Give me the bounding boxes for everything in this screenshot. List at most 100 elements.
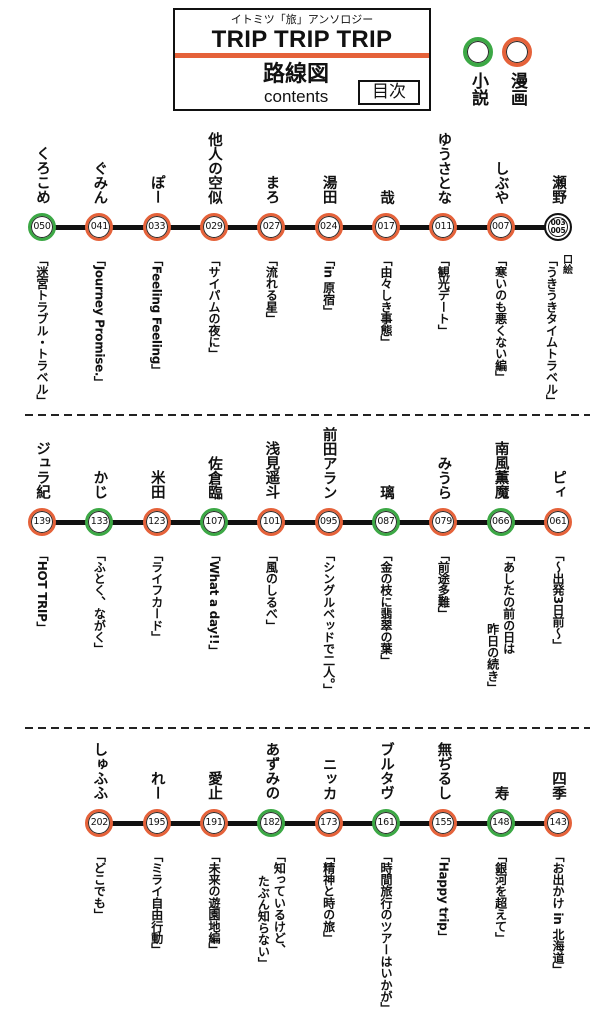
station-stop-icon: 011 [429, 213, 458, 241]
station-stop-icon: 061 [544, 508, 572, 536]
author-name: 前田アラン [320, 426, 337, 500]
story-title: 「Feeling Feeling」 [149, 254, 165, 376]
track-line [42, 224, 558, 230]
author-name: 湯田 [320, 175, 337, 204]
story-title: 「流れる星」 [263, 254, 279, 324]
station-stop-icon: 066 [486, 508, 515, 536]
story-title-text: 「サイパムの夜に」 [207, 254, 222, 360]
anthology-subtitle: イトミツ「旅」アンソロジー [230, 13, 374, 26]
author-name: 無ぢるし [435, 742, 452, 800]
story-title: 「サイパムの夜に」 [206, 254, 222, 359]
story-title-text: 「どこでも」 [92, 850, 107, 921]
author-name: あずみの [263, 742, 280, 800]
author-name: 寿 [492, 785, 509, 801]
station-stop-icon: 123 [142, 508, 171, 536]
story-title: 「風のしるべ」 [263, 549, 279, 631]
row-divider [25, 414, 590, 416]
station-stop-icon: 024 [314, 213, 343, 241]
page-number: 017 [377, 221, 395, 232]
story-title-text: 「ミライ自由行動」 [149, 850, 164, 956]
story-title: 「シングルベッドで二人。」 [321, 549, 337, 695]
anthology-title: TRIP TRIP TRIP [211, 26, 393, 53]
story-title-text: 「観光デート」 [436, 254, 451, 336]
story-title: 「前途多難」 [435, 549, 451, 619]
page-number: 066 [492, 516, 510, 527]
track-line [42, 519, 558, 525]
page-number: 027 [262, 221, 281, 232]
author-name: ジュラ紀 [34, 441, 51, 499]
station-stop-icon: 173 [314, 809, 343, 837]
story-title-text: 「銀河を超えて」 [493, 850, 508, 944]
page-number: 041 [90, 221, 109, 232]
story-title-text: 「〜出発3日前〜」 [551, 549, 565, 651]
author-name: 愛止 [206, 771, 223, 800]
story-title: 「〜出発3日前〜」 [550, 549, 566, 651]
story-title-text: 「Journey Promise.」 [92, 254, 107, 388]
page-number: 191 [205, 817, 223, 828]
station-stop-icon: 202 [85, 809, 114, 837]
story-title: 「精神と時の旅」 [321, 850, 337, 944]
author-name: しぶや [492, 160, 509, 205]
story-title: 「寒いのも悪くない編」 [493, 254, 509, 383]
page-number: 011 [434, 221, 453, 232]
page-number: 003 [550, 218, 566, 227]
page-number: 161 [377, 817, 395, 828]
author-name: みうら [435, 455, 452, 500]
station-stop-icon: 148 [486, 809, 515, 837]
title-box: イトミツ「旅」アンソロジー TRIP TRIP TRIP 路線図 content… [173, 8, 431, 111]
station-stop-icon: 133 [85, 508, 114, 536]
author-name: 南風薫魔 [492, 441, 509, 499]
station-stop-icon: 041 [85, 213, 114, 241]
page-number: 148 [492, 817, 510, 828]
story-title-text: 「What a day!!」 [207, 549, 222, 656]
story-title: 「未来の遊園地編」 [206, 850, 222, 955]
page-number: 101 [262, 516, 281, 527]
author-name: 瀬野 [550, 175, 566, 204]
page-number: 123 [148, 516, 166, 527]
author-name: ゆうさとな [435, 131, 452, 205]
story-title: 「HOT TRIP」 [34, 549, 50, 633]
author-name: ぐみん [91, 160, 108, 205]
story-title: 「ミライ自由行動」 [149, 850, 165, 955]
author-name: れー [148, 771, 165, 800]
story-title: 「時間旅行のツアーはいかが」 [378, 850, 394, 1014]
story-title: 「Happy trip」 [435, 850, 451, 942]
station-stop-icon: 087 [372, 508, 400, 536]
station-stop-icon: 007 [486, 213, 515, 241]
story-title: 「観光デート」 [435, 254, 451, 336]
author-name: ニッカ [320, 756, 337, 801]
author-name: 佐倉臨 [206, 455, 223, 500]
author-name: 哉 [378, 189, 394, 205]
page-number: 024 [320, 221, 338, 232]
story-title-text: 「知っているけど、 [272, 850, 287, 956]
story-title-text-line2: 昨日の続き」 [485, 623, 500, 694]
page-number: 095 [320, 516, 338, 527]
story-title: 「由々しき事態」 [378, 254, 394, 348]
story-title-text: 「Feeling Feeling」 [149, 254, 164, 376]
author-name: 璃 [378, 484, 394, 500]
story-title-text: 「うきうきタイムトラベル」 [544, 254, 559, 407]
station-stop-icon: 017 [372, 213, 400, 241]
page-number: 007 [492, 221, 510, 232]
route-map-heading: 路線図 [263, 62, 330, 87]
page-number: 029 [205, 221, 223, 232]
page-number: 087 [377, 516, 395, 527]
contents-heading: contents [264, 87, 329, 106]
story-title-text: 「由々しき事態」 [379, 254, 393, 348]
story-title-text: 「お出かけ in 北海道」 [551, 850, 565, 976]
station-stop-icon: 155 [429, 809, 458, 837]
page-number: 079 [434, 516, 453, 527]
story-title-text: 「迷宮トラブル・トラベル」 [35, 254, 50, 407]
station-stop-icon: 101 [257, 508, 286, 536]
row-divider [25, 727, 590, 729]
story-title-text: 「未来の遊園地編」 [207, 850, 222, 956]
station-stop-icon: 143 [544, 809, 572, 837]
page-number: 155 [434, 817, 453, 828]
story-title-text-line2: たぶん知らない」 [256, 875, 271, 969]
story-title-text: 「in 原宿」 [321, 254, 336, 317]
story-title-text: 「Happy trip」 [436, 850, 451, 943]
page-number: 195 [148, 817, 166, 828]
station-stop-icon: 079 [429, 508, 458, 536]
story-title: 「どこでも」 [91, 850, 107, 920]
